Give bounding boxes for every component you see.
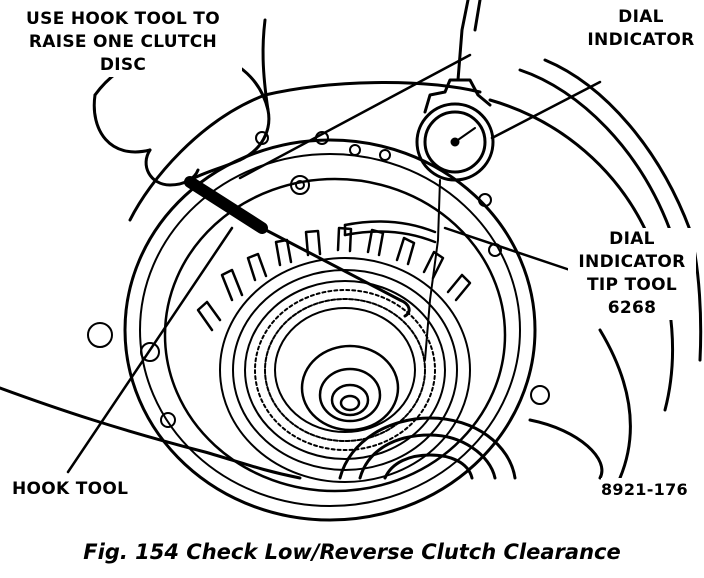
leader-hook-tool xyxy=(66,226,234,474)
label-line: DIAL xyxy=(618,7,664,27)
center-hub xyxy=(300,344,400,432)
leader-hook-raise xyxy=(238,53,472,180)
label-line: INDICATOR xyxy=(578,252,686,272)
part-number: 8921-176 xyxy=(601,478,688,501)
label-line: INDICATOR xyxy=(587,30,695,50)
figure-caption: Fig. 154 Check Low/Reverse Clutch Cleara… xyxy=(83,540,621,564)
transmission-case xyxy=(0,58,703,480)
label-line: USE HOOK TOOL TO xyxy=(26,9,220,29)
dial-indicator xyxy=(415,0,495,361)
raised-clutch-disc xyxy=(343,220,437,244)
clutch-housing xyxy=(123,138,537,522)
label-hook-tool: HOOK TOOL xyxy=(12,478,129,501)
leader-tip-tool xyxy=(443,226,572,272)
leader-lines xyxy=(66,53,602,474)
leader-dial-indicator xyxy=(490,80,602,140)
label-line: DISC xyxy=(99,55,147,75)
label-line: RAISE ONE CLUTCH xyxy=(28,32,218,52)
label-line: 6268 xyxy=(607,298,657,318)
label-dial-indicator-tip-tool: DIAL INDICATOR TIP TOOL 6268 xyxy=(568,228,696,320)
front-gear xyxy=(338,416,517,480)
hook-tool xyxy=(184,176,411,318)
label-dial-indicator: DIAL INDICATOR xyxy=(585,6,697,52)
label-use-hook-tool: USE HOOK TOOL TO RAISE ONE CLUTCH DISC xyxy=(4,8,242,77)
label-line: TIP TOOL xyxy=(586,275,678,295)
label-line: DIAL xyxy=(609,229,655,249)
